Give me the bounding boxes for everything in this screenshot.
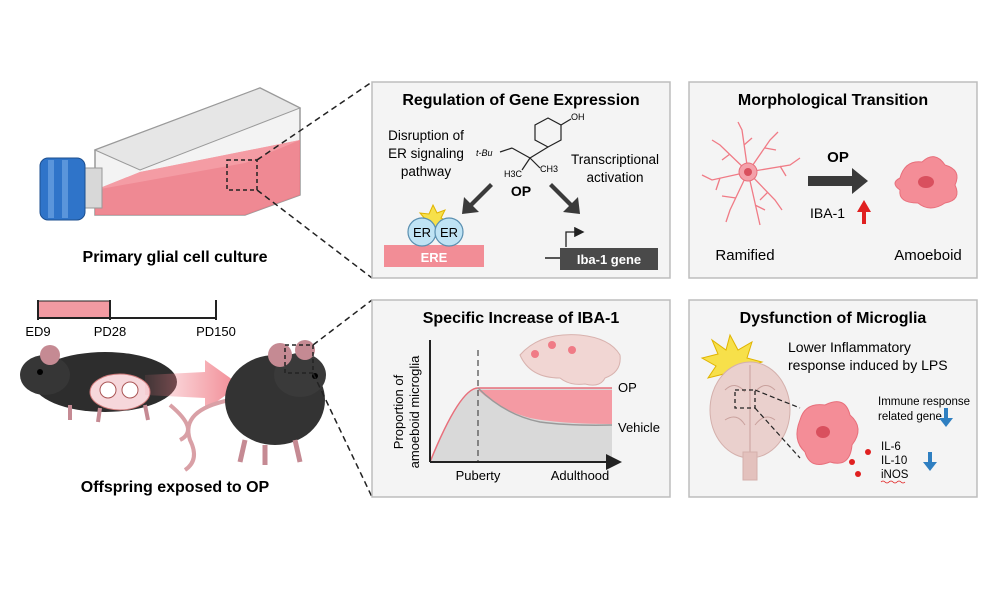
culture-flask: [39, 87, 302, 221]
arrow-to-er: [462, 183, 493, 214]
cytokine-dot: [865, 449, 871, 455]
amoeboid-label: Amoeboid: [894, 247, 962, 264]
morph-op-label: OP: [827, 149, 849, 166]
projection-line: [312, 372, 373, 498]
er-disruption-line-1: Disruption of: [388, 128, 464, 143]
iba1-label: IBA-1: [810, 205, 845, 221]
lps-line-1: Lower Inflammatory: [788, 339, 911, 355]
projection-line: [256, 189, 373, 279]
arrow-to-gene: [549, 183, 580, 214]
immune-gene-line-2: related gene: [878, 411, 942, 423]
amoeboid-nucleus: [918, 176, 934, 188]
transcription-start-arrow: [565, 226, 585, 247]
projection-line: [312, 299, 373, 346]
offspring-caption: Offspring exposed to OP: [81, 479, 270, 496]
er-disruption-line-2: ER signaling: [388, 146, 464, 161]
iba1-gene-box: [560, 248, 658, 270]
x-tick-puberty: Puberty: [456, 468, 501, 483]
compound-label-op: OP: [511, 183, 531, 199]
chem-tbu: t-Bu: [476, 148, 493, 158]
chart-ylabel-1: Proportion of: [391, 374, 406, 449]
gene-label: Iba-1 gene: [577, 252, 641, 267]
down-arrow-icon: [923, 452, 937, 471]
x-tick-adulthood: Adulthood: [551, 468, 610, 483]
mother-mouse-illustration: [20, 345, 190, 442]
down-arrow-icon: [939, 408, 953, 427]
timeline-label-pd150: PD150: [196, 324, 236, 339]
series-label-op: OP: [618, 380, 637, 395]
exposure-timeline: ED9 PD28 PD150: [25, 300, 236, 339]
chem-ch3: CH3: [540, 164, 558, 174]
er-monomer-2: [434, 217, 464, 247]
chem-h3c: H3C: [504, 169, 523, 179]
ere-element: [384, 245, 484, 267]
timeline-label-ed9: ED9: [25, 324, 50, 339]
panel-gene-title: Regulation of Gene Expression: [402, 92, 639, 109]
octylphenol-structure: [499, 117, 572, 171]
op-line: [429, 387, 612, 463]
chem-oh: OH: [571, 112, 585, 122]
er-label-2: ER: [440, 225, 458, 240]
brain-dorsal-icon: [709, 361, 791, 481]
spellcheck-underline: [880, 480, 906, 484]
ramified-microglia-icon: [701, 121, 801, 226]
projection-line: [256, 81, 373, 161]
series-label-vehicle: Vehicle: [618, 420, 660, 435]
timeline-label-pd28: PD28: [94, 324, 127, 339]
transcription-line-1: Transcriptional: [571, 152, 659, 167]
brain-sagittal-icon: [519, 334, 621, 386]
cytokine-inos: iNOS: [881, 469, 909, 481]
cytokine-il6: IL-6: [881, 441, 901, 453]
ere-label: ERE: [421, 250, 448, 265]
microglia-nucleus: [816, 426, 830, 438]
cytokine-il10: IL-10: [881, 455, 907, 467]
exposure-arrow: [145, 360, 240, 410]
ramified-nucleus: [744, 168, 752, 176]
transcription-line-2: activation: [586, 170, 643, 185]
zoom-box-mouse: [284, 344, 314, 374]
up-arrow-icon: [857, 200, 871, 224]
ramified-label: Ramified: [715, 247, 774, 264]
transition-arrow: [808, 168, 868, 194]
immune-gene-line-1: Immune response: [878, 396, 970, 408]
cytokine-dot: [855, 471, 861, 477]
lps-line-2: response induced by LPS: [788, 357, 948, 373]
vehicle-line: [477, 387, 613, 426]
zoom-box-flask: [226, 159, 258, 191]
er-label-1: ER: [413, 225, 431, 240]
culture-caption: Primary glial cell culture: [83, 249, 268, 266]
cytokine-dot: [849, 459, 855, 465]
projection-line: [754, 407, 801, 459]
offspring-mouse-illustration: [183, 340, 326, 472]
panel-dys-title: Dysfunction of Microglia: [740, 310, 927, 327]
panel-iba-title: Specific Increase of IBA-1: [423, 310, 620, 327]
zoom-box-brain: [734, 389, 756, 409]
panel-morph-title: Morphological Transition: [738, 92, 928, 109]
op-increase-area: [478, 390, 612, 424]
chart-ylabel-2: amoeboid microglia: [407, 355, 422, 468]
projection-line: [754, 389, 801, 409]
er-disruption-line-3: pathway: [401, 164, 452, 179]
